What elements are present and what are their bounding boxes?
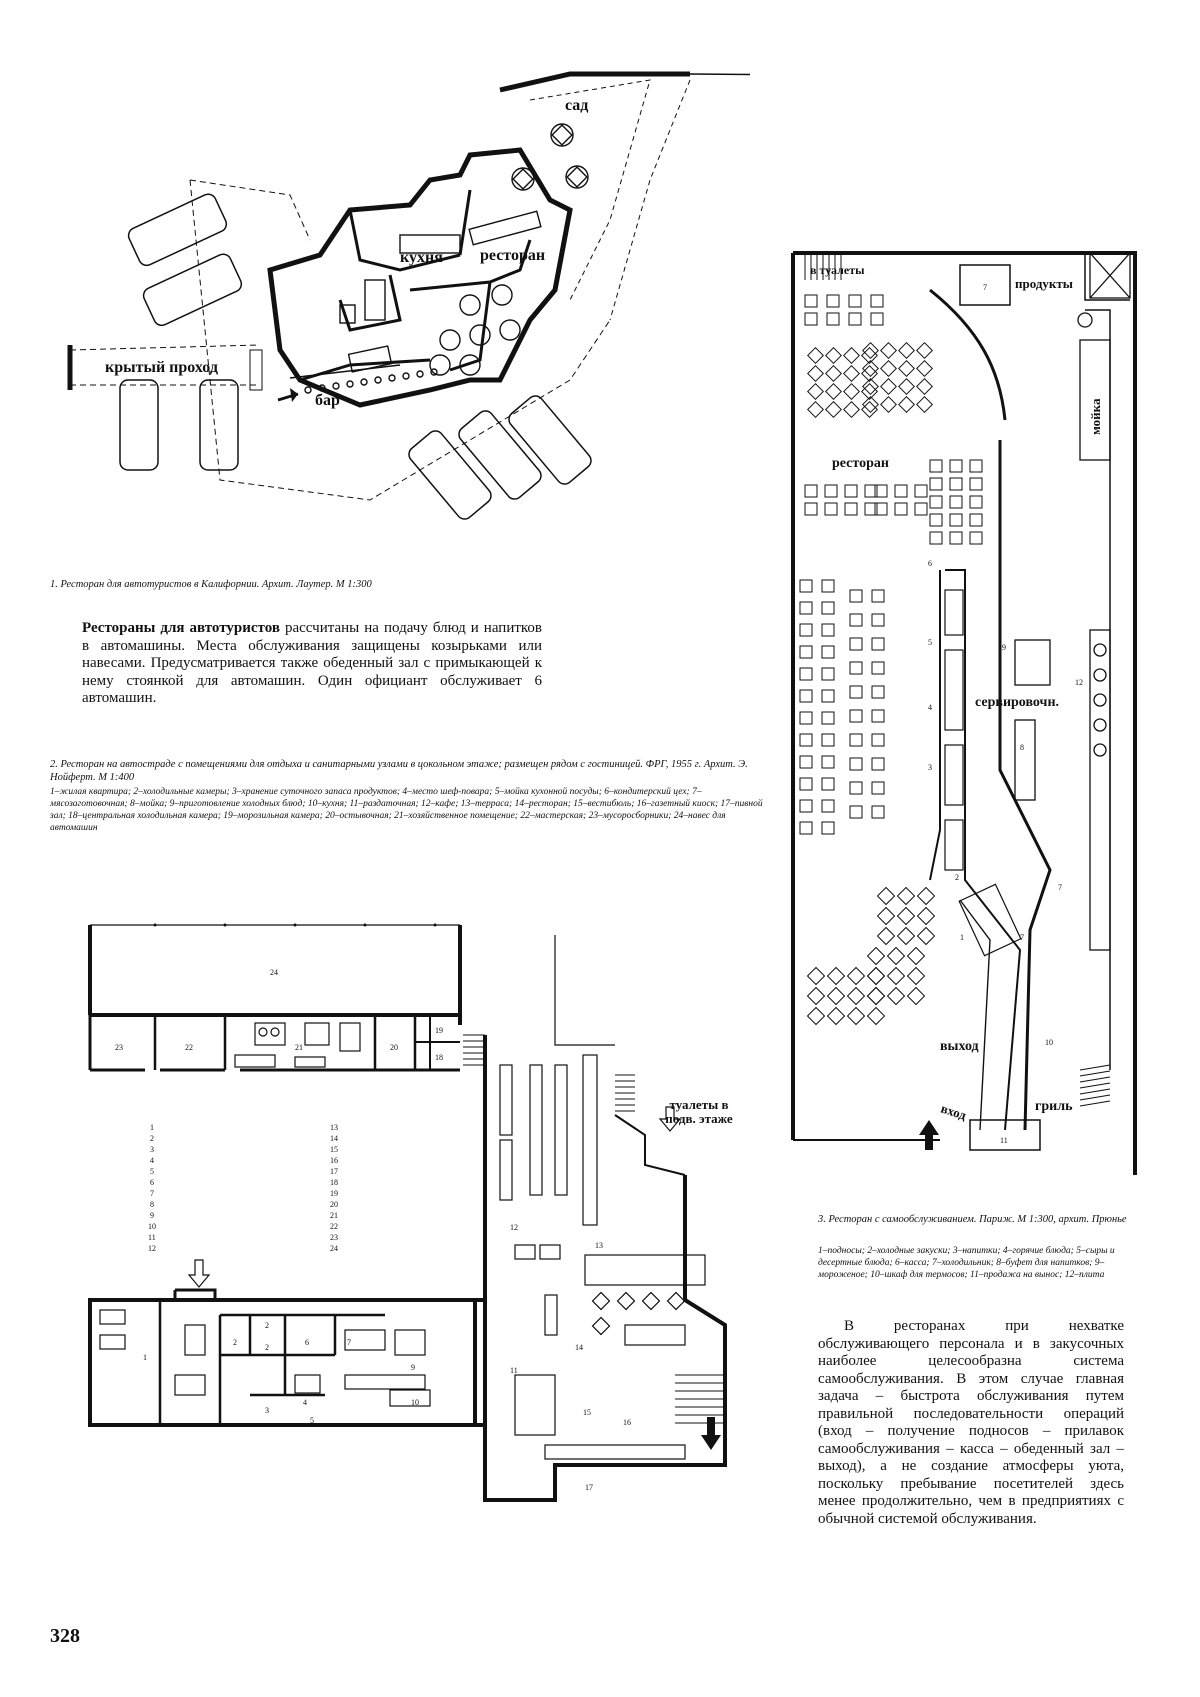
plan2-col-left-5: 5 [150,1167,154,1176]
plan2-room-7: 7 [347,1338,351,1347]
plan2-room-20: 20 [390,1043,398,1052]
plan2-col-right-16: 16 [330,1156,338,1165]
plan2-room-5: 5 [310,1416,314,1425]
plan3-number-7b: 7 [1058,883,1062,892]
plan1-label-covered-passage: крытый проход [105,359,218,376]
plan-3-drawing: в туалеты продукты мойка ресторан сервир… [791,251,1137,1175]
plan2-col-right-18: 18 [330,1178,338,1187]
plan2-col-right-20: 20 [330,1200,338,1209]
paragraph-self-service: В ресторанах при нехватке обслуживающего… [818,1318,1124,1527]
plan2-col-left-4: 4 [150,1156,154,1165]
plan2-col-left-6: 6 [150,1178,154,1187]
plan2-col-left-1: 1 [150,1123,154,1132]
plan3-number-7a: 7 [983,283,987,292]
plan3-label-entrance: вход [939,1101,969,1123]
plan2-col-right-17: 17 [330,1167,338,1176]
plan3-number-9: 9 [1002,643,1006,652]
plan-2-drawing: 24 23 22 21 20 19 18 1 2 3 4 5 6 7 8 9 1… [88,923,727,1502]
plan3-number-3: 3 [928,763,932,772]
plan3-number-6: 6 [928,559,932,568]
plan3-number-10: 10 [1045,1038,1053,1047]
paragraph-drive-in: Рестораны для автотуристов рассчитаны на… [82,620,542,708]
paragraph-drive-in-lead: Рестораны для автотуристов [82,620,280,636]
plan3-number-8: 8 [1020,743,1024,752]
plan2-number-column-right: 13 14 15 16 17 18 19 20 21 22 23 24 [330,1123,338,1253]
plan3-number-7c: 7 [1020,933,1024,942]
plan2-room-9: 9 [411,1363,415,1372]
plan2-room-10: 10 [411,1398,419,1407]
plan2-room-19: 19 [435,1026,443,1035]
plan2-col-right-19: 19 [330,1189,338,1198]
plan2-legend: 1–жилая квартира; 2–холодильные камеры; … [50,787,763,833]
plan3-number-4: 4 [928,703,932,712]
plan1-label-restaurant: ресторан [480,247,545,264]
plan2-col-right-22: 22 [330,1222,338,1231]
plan2-room-3: 3 [265,1406,269,1415]
plan1-label-bar: бар [315,392,340,409]
plan2-room-2c: 2 [265,1343,269,1352]
plan3-number-11: 11 [1000,1136,1008,1145]
plan2-col-left-10: 10 [148,1222,156,1231]
plan2-col-left-12: 12 [148,1244,156,1253]
plan2-toilets-label: туалеты в подв. этаже [665,1097,733,1126]
plan2-room-23: 23 [115,1043,123,1052]
plan2-room-14: 14 [575,1343,583,1352]
plan3-number-1: 1 [960,933,964,942]
page-number: 328 [50,1625,80,1647]
plan3-number-2: 2 [955,873,959,882]
plan2-room-2a: 2 [233,1338,237,1347]
plan2-caption: 2. Ресторан на автостраде с помещениями … [50,759,748,783]
plan2-room-12: 12 [510,1223,518,1232]
plan2-room-15: 15 [583,1408,591,1417]
plan2-number-column-left: 1 2 3 4 5 6 7 8 9 10 11 12 [148,1123,156,1253]
plan2-col-left-9: 9 [150,1211,154,1220]
plan2-room-4: 4 [303,1398,307,1407]
plan3-label-restaurant: ресторан [832,456,889,471]
plan2-room-1: 1 [143,1353,147,1362]
plan2-col-left-2: 2 [150,1134,154,1143]
plan2-col-left-8: 8 [150,1200,154,1209]
plan2-col-right-21: 21 [330,1211,338,1220]
plan2-col-left-7: 7 [150,1189,154,1198]
plan2-room-17: 17 [585,1483,593,1492]
plan1-label-kitchen: кухня [400,249,443,266]
plan2-room-16: 16 [623,1418,631,1427]
plan3-label-serving: сервировочн. [975,695,1059,710]
plan2-col-right-15: 15 [330,1145,338,1154]
plan3-label-products: продукты [1015,276,1073,291]
plan2-col-right-24: 24 [330,1244,338,1253]
plan-1-drawing: сад кухня ресторан крытый проход бар [67,71,750,520]
plan2-room-6: 6 [305,1338,309,1347]
plan2-room-13: 13 [595,1241,603,1250]
plan2-room-21: 21 [295,1043,303,1052]
plan2-room-2b: 2 [265,1321,269,1330]
plan2-col-left-3: 3 [150,1145,154,1154]
plan3-number-12: 12 [1075,678,1083,687]
plan2-col-right-13: 13 [330,1123,338,1132]
plan3-number-5: 5 [928,638,932,647]
paragraph-drive-in-text: рассчитаны на подачу блюд и напитков в а… [82,620,543,706]
plan3-label-exit: выход [940,1039,979,1054]
plan2-col-right-23: 23 [330,1233,338,1242]
plan2-room-18: 18 [435,1053,443,1062]
plan1-caption: 1. Ресторан для автотуристов в Калифорни… [50,579,372,590]
plan3-label-grill: гриль [1035,1099,1073,1114]
plan3-tables [799,294,983,1026]
plan3-label-wash: мойка [1088,398,1103,435]
plan2-room-24: 24 [270,968,278,977]
plan2-col-right-14: 14 [330,1134,338,1143]
plan2-room-22: 22 [185,1043,193,1052]
plan3-label-toilets: в туалеты [810,263,865,277]
plan2-room-11: 11 [510,1366,518,1375]
plan3-caption: 3. Ресторан с самообслуживанием. Париж. … [818,1214,1127,1225]
plan2-col-left-11: 11 [148,1233,156,1242]
plan1-label-garden: сад [565,97,588,114]
plan3-legend: 1–подносы; 2–холодные закуски; 3–напитки… [818,1246,1115,1280]
